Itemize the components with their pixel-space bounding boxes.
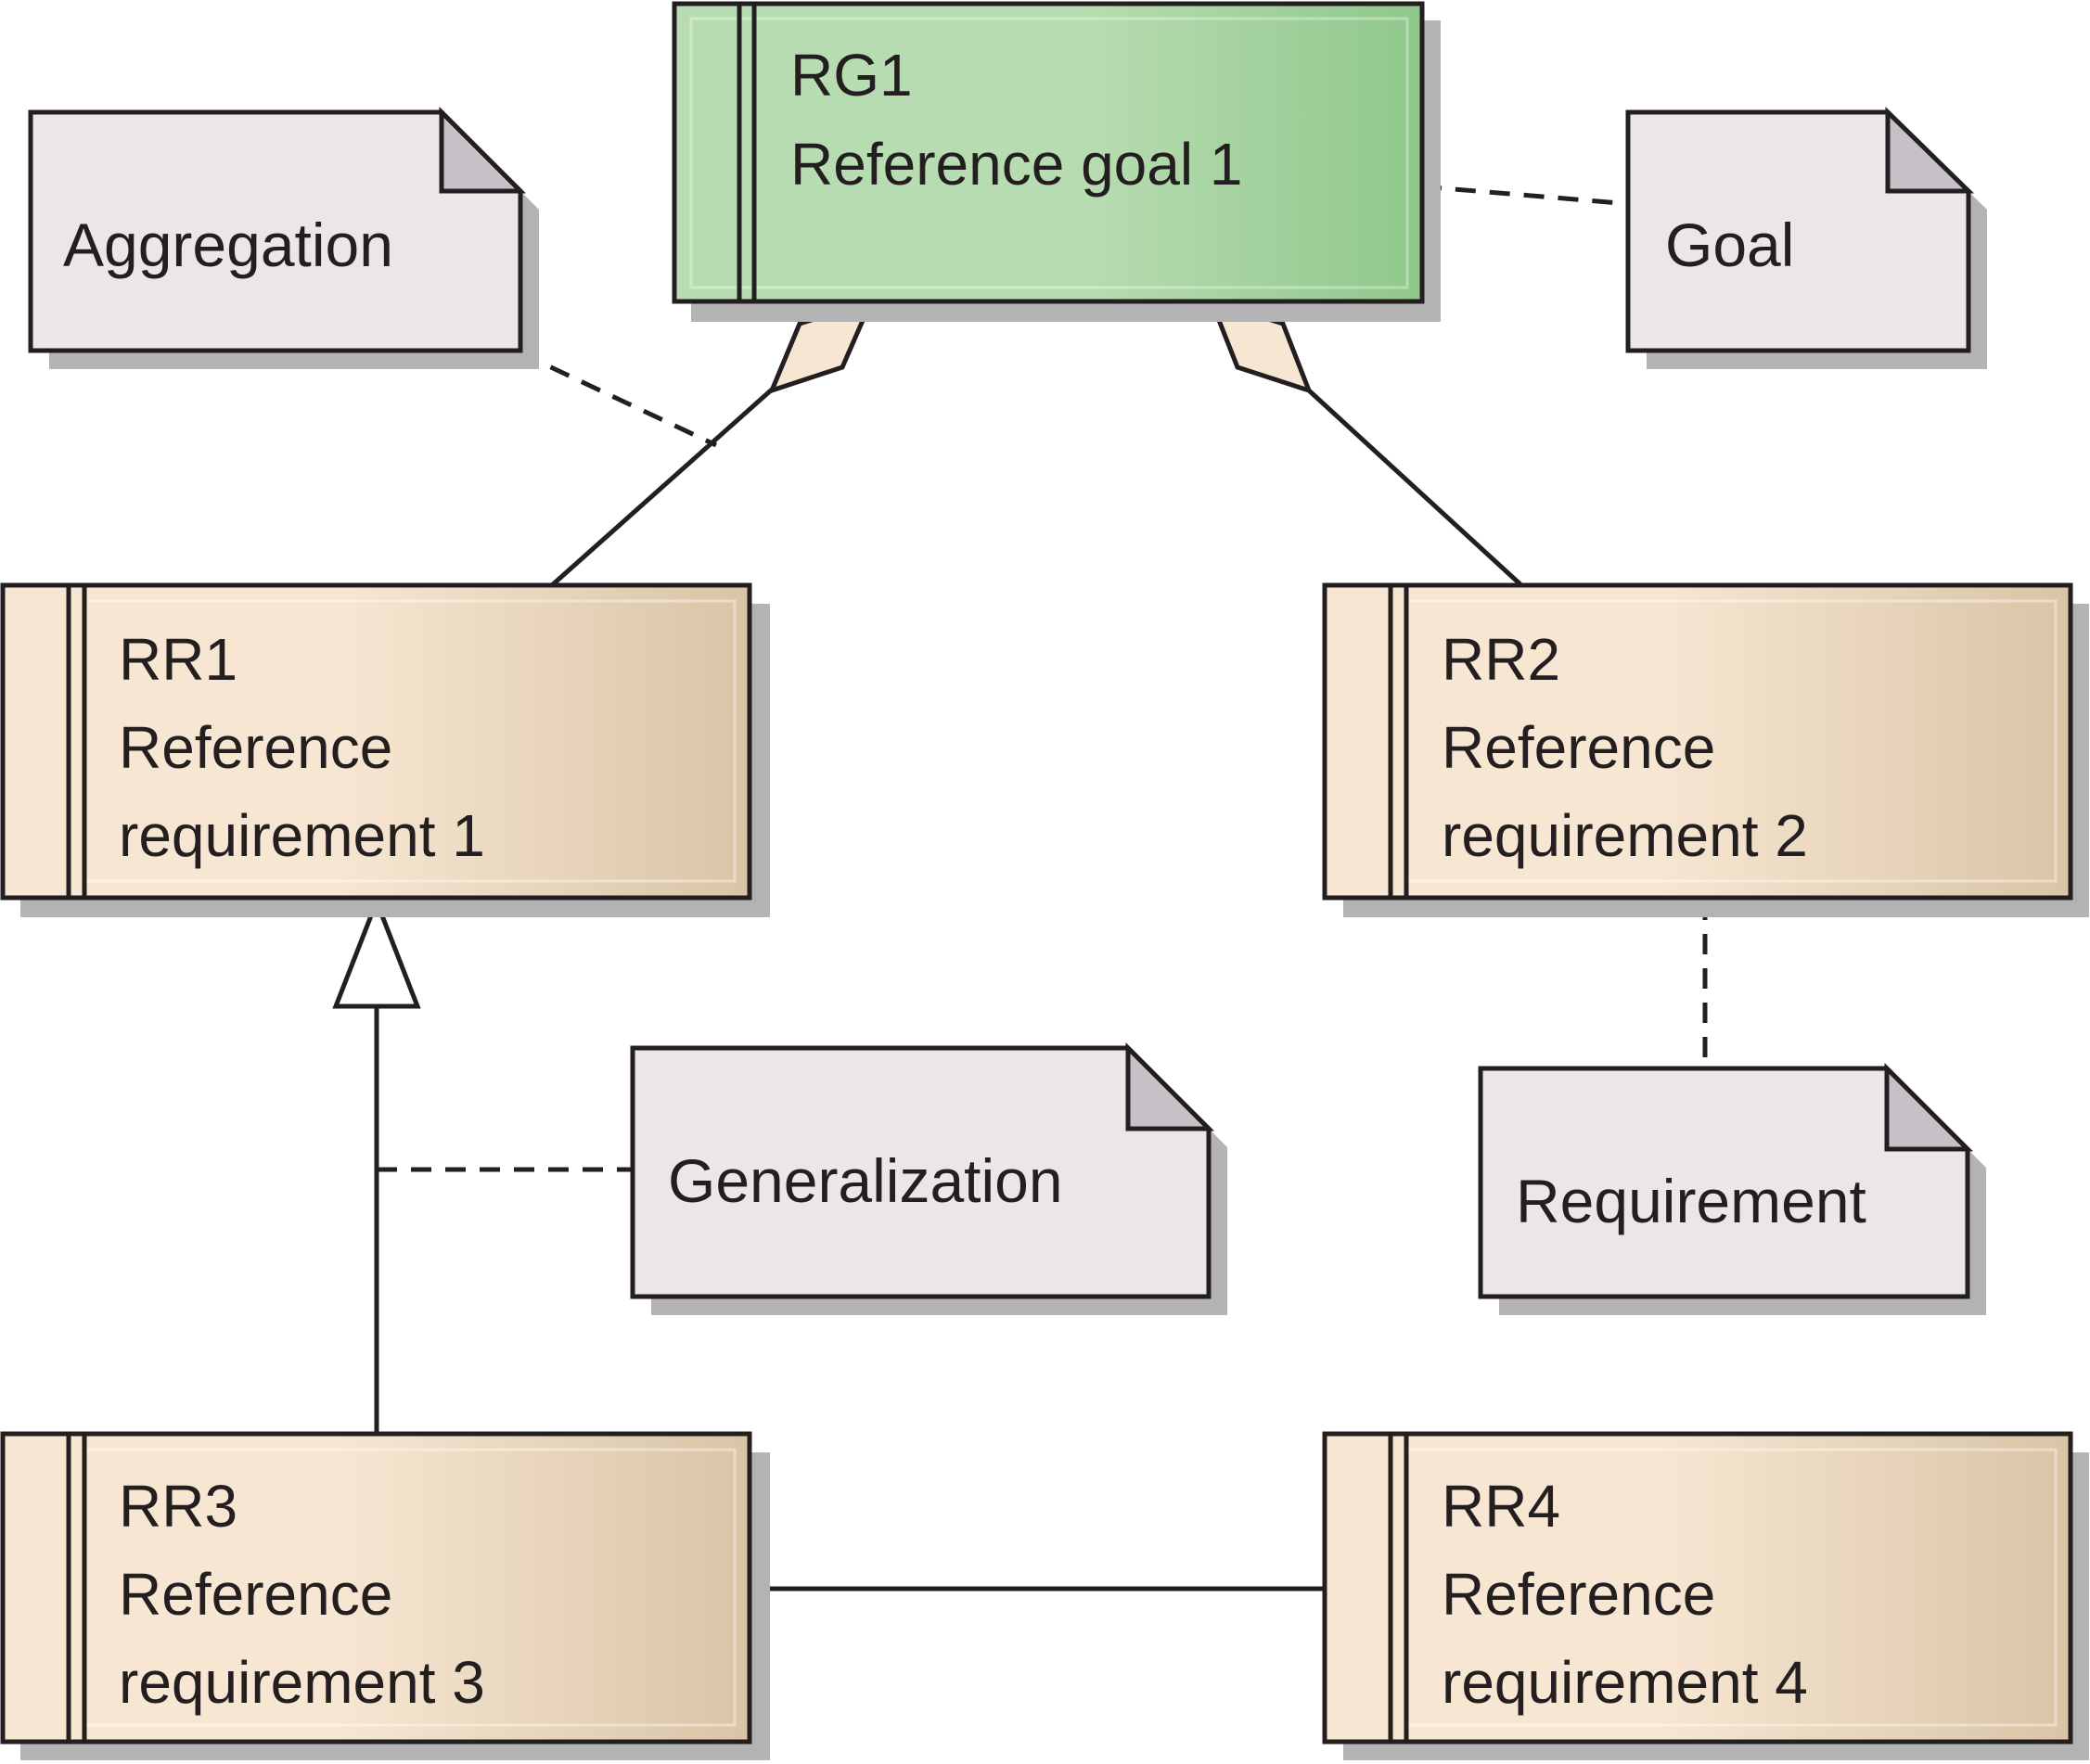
aggregation-line-rr2 (1307, 389, 1523, 587)
note-link-aggregation (518, 350, 718, 448)
note-generalization: Generalization (630, 1042, 1227, 1315)
rg1-name: Reference goal 1 (790, 131, 1242, 198)
rr2-name-line1: Reference (1442, 714, 1715, 781)
rr1-name-line2: requirement 1 (119, 802, 485, 869)
note-generalization-text: Generalization (668, 1146, 1063, 1215)
rr3-name-line1: Reference (119, 1561, 392, 1628)
rr1-name-line1: Reference (119, 714, 392, 781)
goal-rg1[interactable]: RG1 Reference goal 1 (672, 1, 1441, 322)
rr4-name-line1: Reference (1442, 1561, 1715, 1628)
requirement-rr2[interactable]: RR2 Reference requirement 2 (1322, 582, 2089, 917)
requirement-rr1[interactable]: RR1 Reference requirement 1 (0, 582, 770, 917)
generalization-arrowhead (332, 895, 421, 1009)
note-aggregation-text: Aggregation (63, 211, 393, 279)
note-goal: Goal (1625, 107, 1987, 369)
rr2-id: RR2 (1442, 626, 1560, 693)
rr4-id: RR4 (1442, 1473, 1560, 1540)
rr1-id: RR1 (119, 626, 237, 693)
aggregation-line-rr1 (550, 388, 774, 587)
rr4-name-line2: requirement 4 (1442, 1649, 1808, 1716)
rg1-id: RG1 (790, 42, 913, 109)
connectors (374, 184, 1708, 1591)
requirement-rr3[interactable]: RR3 Reference requirement 3 (0, 1431, 770, 1760)
note-requirement: Requirement (1478, 1062, 1986, 1315)
note-requirement-text: Requirement (1516, 1167, 1866, 1235)
rr3-id: RR3 (119, 1473, 237, 1540)
rr3-name-line2: requirement 3 (119, 1649, 485, 1716)
requirement-rr4[interactable]: RR4 Reference requirement 4 (1322, 1431, 2089, 1760)
note-aggregation: Aggregation (28, 106, 539, 369)
note-goal-text: Goal (1665, 211, 1794, 279)
rr2-name-line2: requirement 2 (1442, 802, 1808, 869)
note-link-goal (1420, 184, 1632, 207)
